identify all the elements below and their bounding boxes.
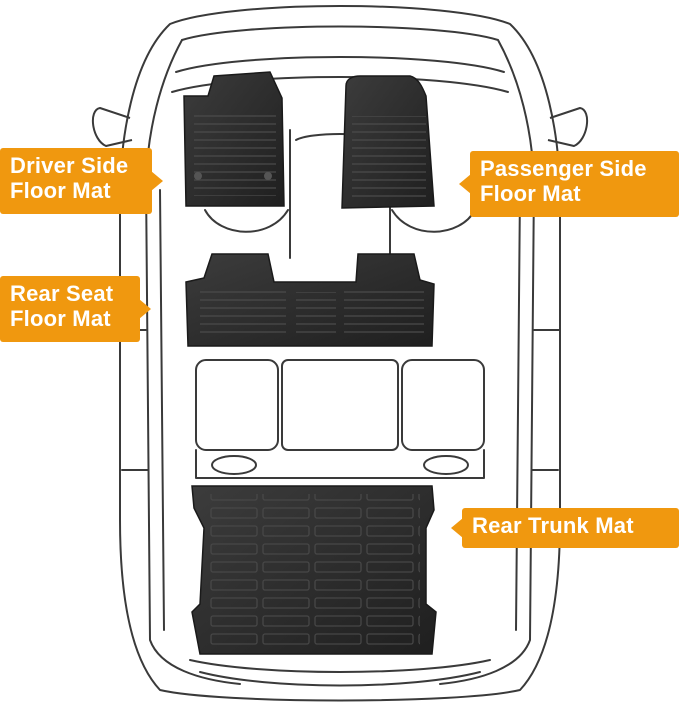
callout-passenger-side-floor-mat: Passenger Side Floor Mat: [459, 151, 679, 217]
rear-trunk-mat: [191, 485, 437, 655]
callout-trunk-line1: Rear Trunk Mat: [472, 513, 634, 538]
driver-floor-mat: [183, 71, 285, 207]
car-body-outline: [119, 5, 561, 702]
callout-driver-line2: Floor Mat: [10, 178, 111, 203]
callout-rear-seat-floor-mat: Rear Seat Floor Mat: [0, 276, 151, 342]
rear-seat-floor-mat: [185, 253, 435, 347]
callout-rear-seat-line1: Rear Seat: [10, 281, 114, 306]
side-mirrors: [91, 107, 589, 147]
callout-driver-side-floor-mat: Driver Side Floor Mat: [0, 148, 163, 214]
passenger-floor-mat: [341, 75, 435, 209]
callout-passenger-line1: Passenger Side: [480, 156, 647, 181]
callout-driver-line1: Driver Side: [10, 153, 129, 178]
callout-rear-seat-line2: Floor Mat: [10, 306, 111, 331]
callout-passenger-line2: Floor Mat: [480, 181, 581, 206]
callout-rear-trunk-mat: Rear Trunk Mat: [451, 508, 679, 548]
